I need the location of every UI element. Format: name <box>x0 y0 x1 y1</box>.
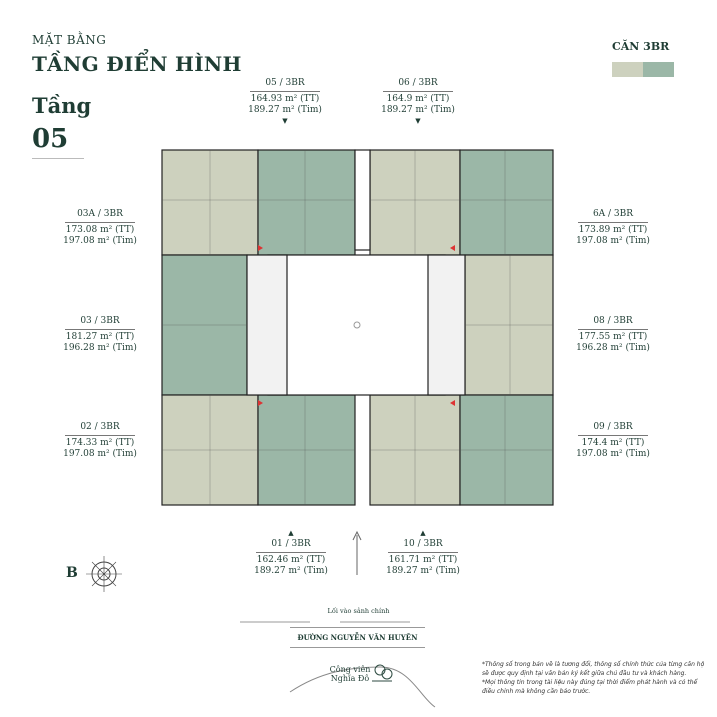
legend-title: CĂN 3BR <box>612 40 670 53</box>
legend-swatch-dark <box>643 62 674 77</box>
stair-core <box>354 149 371 251</box>
legend-swatch-light <box>612 62 643 77</box>
core-right <box>427 254 466 396</box>
floor-label: Tầng <box>32 93 92 118</box>
compass-icon <box>86 556 122 592</box>
divider <box>290 647 425 648</box>
floor-number: 05 <box>32 124 69 154</box>
tree-icon <box>372 664 393 682</box>
unit-05 <box>257 149 356 256</box>
entrance-label: Lối vào sảnh chính <box>327 607 390 615</box>
core-left <box>246 254 288 396</box>
compass-label: B <box>66 565 78 581</box>
divider <box>32 158 84 159</box>
street-name: ĐƯỜNG NGUYỄN VĂN HUYÊN <box>297 633 418 642</box>
page-title: TẦNG ĐIỂN HÌNH <box>32 52 242 76</box>
disclaimer: *Thông số trong bản vẽ là tương đối, thô… <box>482 661 705 695</box>
unit-6A <box>459 149 554 256</box>
subtitle: MẶT BẰNG <box>32 33 107 47</box>
divider <box>290 627 425 628</box>
courtyard <box>267 254 446 396</box>
